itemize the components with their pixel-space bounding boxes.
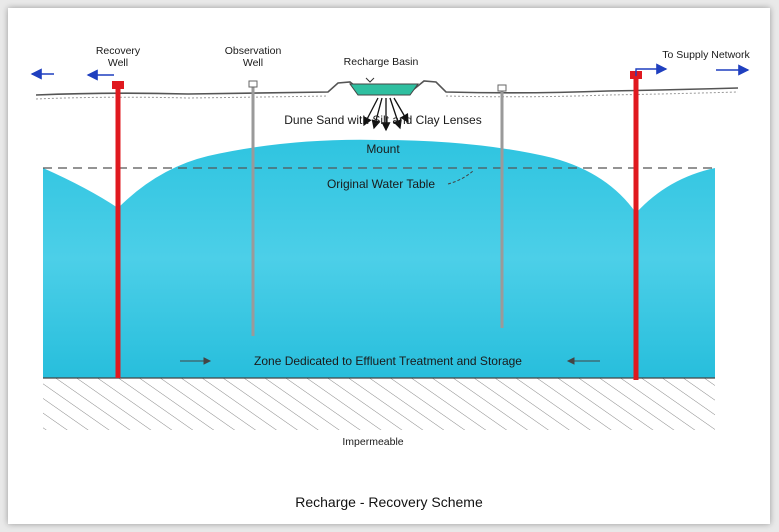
infiltration-arrows xyxy=(363,97,409,132)
aquifer-water xyxy=(43,139,715,378)
recharge-basin xyxy=(349,83,419,96)
flow-arrows xyxy=(30,63,750,81)
zone-arrows xyxy=(180,357,600,365)
recovery-well-label-line2: Well xyxy=(108,57,128,69)
supply-network-label: To Supply Network xyxy=(662,49,750,61)
impermeable-label: Impermeable xyxy=(342,436,403,448)
observation-well-label-line1: Observation xyxy=(225,45,282,57)
recharge-basin-label: Recharge Basin xyxy=(344,56,419,68)
mount-label: Mount xyxy=(366,142,400,156)
diagram-caption: Recharge - Recovery Scheme xyxy=(295,494,483,510)
impermeable-layer xyxy=(43,378,715,430)
recharge-recovery-diagram: Recovery Well Observation Well Recharge … xyxy=(30,45,751,448)
recovery-well-label-line1: Recovery xyxy=(96,45,141,57)
original-water-table-label: Original Water Table xyxy=(327,177,435,191)
diagram-frame: Recovery Well Observation Well Recharge … xyxy=(8,8,770,524)
observation-well-label-line2: Well xyxy=(243,57,263,69)
zone-label: Zone Dedicated to Effluent Treatment and… xyxy=(254,354,522,368)
water-table-pointer xyxy=(447,169,475,185)
dune-sand-label: Dune Sand with Silt and Clay Lenses xyxy=(284,113,481,127)
